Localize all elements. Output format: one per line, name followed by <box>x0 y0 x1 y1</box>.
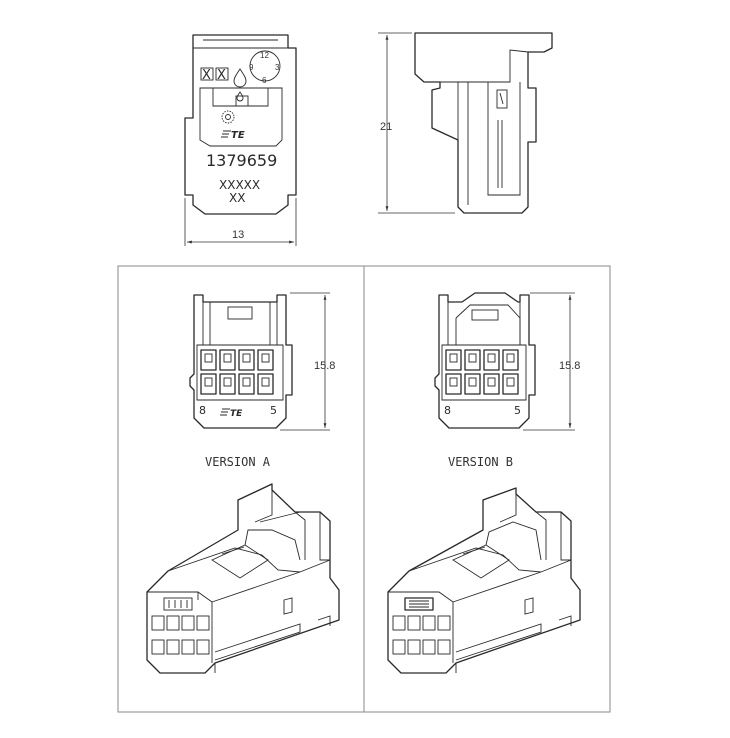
version-a-isometric <box>146 483 340 674</box>
version-a-height-dimension: 15.8 <box>314 360 335 372</box>
part-number: 1379659 <box>206 151 277 170</box>
drop-icon <box>233 68 247 88</box>
version-a-label: VERSION A <box>205 455 271 469</box>
version-b-label: VERSION B <box>448 455 513 469</box>
width-dimension: 13 <box>232 229 244 241</box>
clock-9: 9 <box>249 63 254 72</box>
box-mark-1: X <box>202 68 211 83</box>
svg-text:TE: TE <box>230 409 243 419</box>
te-logo: TE <box>221 130 245 141</box>
version-a-frame <box>117 265 365 713</box>
version-b-height-dimension: 15.8 <box>559 360 580 372</box>
pin-label-8: 8 <box>444 404 451 417</box>
version-a-front: 8 5 TE 15.8 <box>189 292 335 431</box>
cavity-grid <box>445 349 519 395</box>
height-dimension: 21 <box>380 121 392 133</box>
side-view: 21 <box>378 32 553 214</box>
pin-label-5: 5 <box>514 404 521 417</box>
pin-label-5: 5 <box>270 404 277 417</box>
svg-text:TE: TE <box>231 130 245 141</box>
cavity-grid <box>392 615 451 655</box>
clock-3: 3 <box>275 63 280 72</box>
marking-line-1: XXXXX <box>219 178 260 192</box>
clock-dial-icon <box>249 50 281 82</box>
te-logo: TE <box>220 408 243 419</box>
front-view: X X 12 9 3 6 TE 1379659 XXXXX XX 13 <box>184 34 297 246</box>
version-b-isometric <box>387 487 581 674</box>
clock-12: 12 <box>260 51 269 60</box>
box-mark-2: X <box>217 68 226 83</box>
marking-line-2: XX <box>229 191 245 205</box>
pin-label-8: 8 <box>199 404 206 417</box>
cavity-grid <box>200 349 274 395</box>
version-b-frame <box>363 265 611 713</box>
version-b-front: 8 5 15.8 <box>434 292 580 431</box>
clock-6: 6 <box>262 76 267 85</box>
recycle-icon <box>221 110 235 124</box>
cavity-grid <box>151 615 210 655</box>
